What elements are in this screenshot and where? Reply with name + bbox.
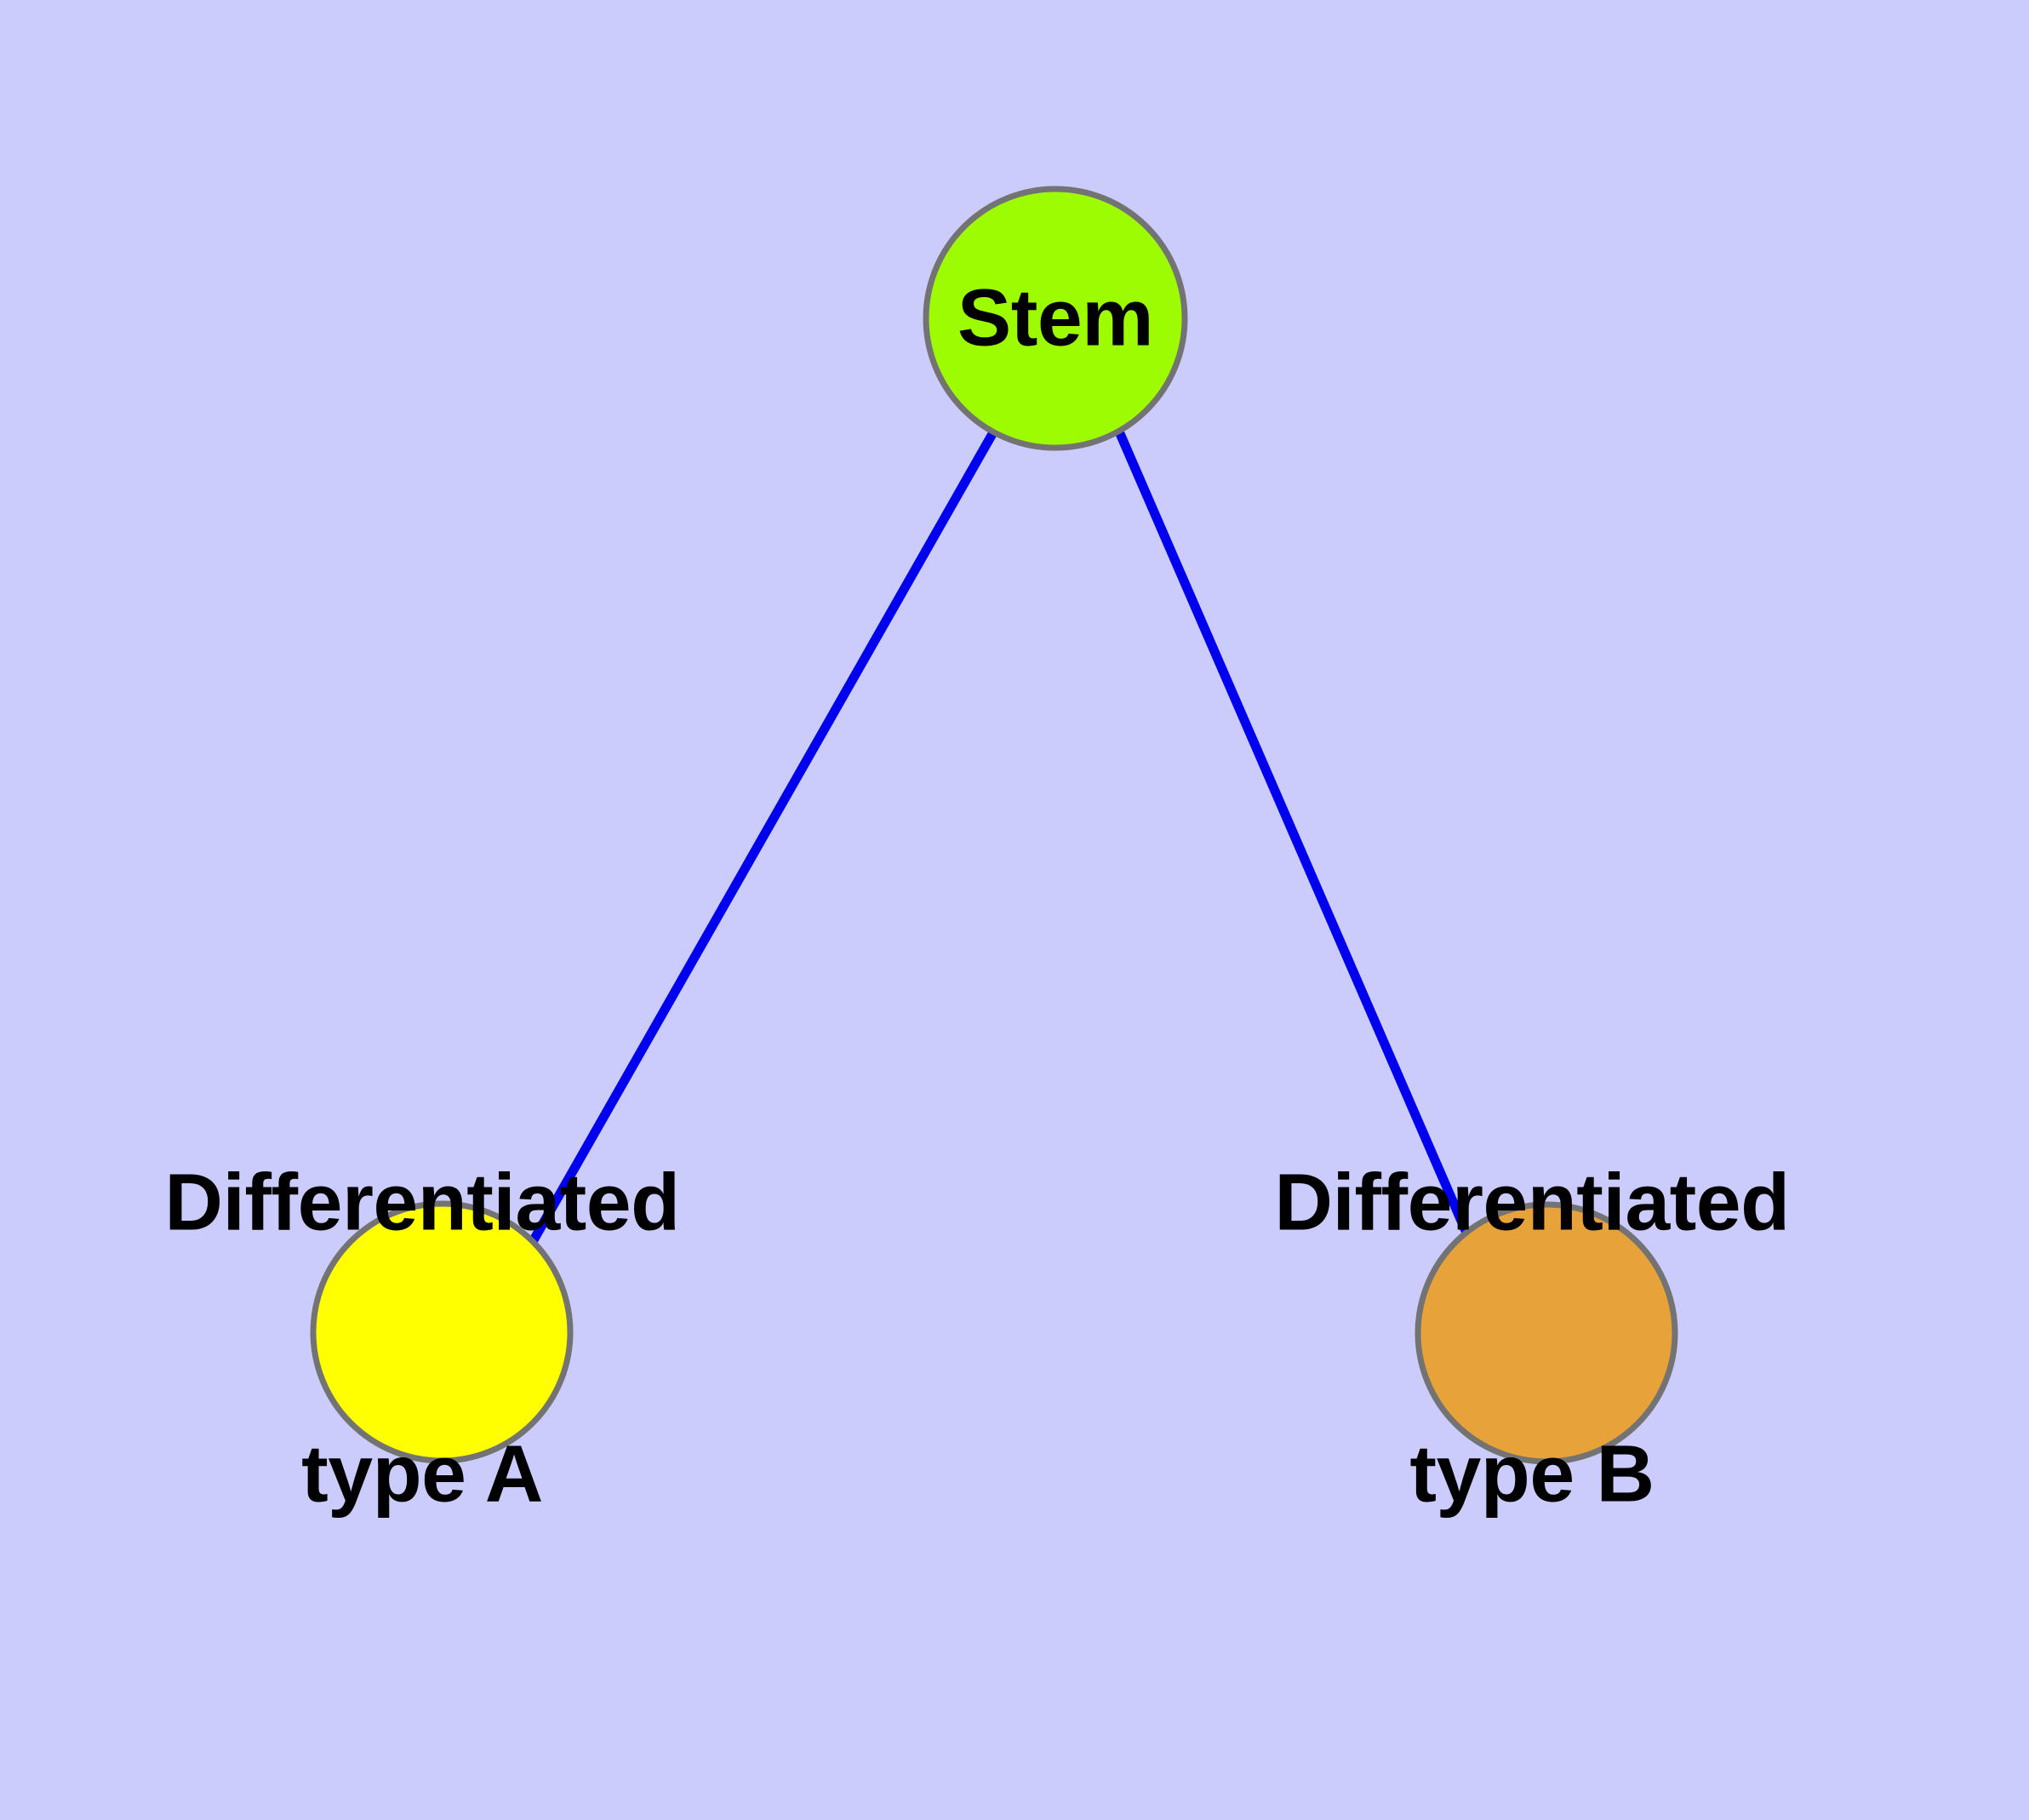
edge-stem-to-diff-a[interactable] (527, 430, 997, 1247)
node-differentiated-type-b[interactable] (1415, 1201, 1678, 1465)
node-layer (310, 186, 1678, 1465)
edge-stem-to-diff-b[interactable] (1114, 429, 1474, 1241)
node-differentiated-type-a[interactable] (310, 1200, 574, 1464)
node-stem[interactable] (923, 186, 1188, 451)
edge-layer (527, 429, 1474, 1247)
